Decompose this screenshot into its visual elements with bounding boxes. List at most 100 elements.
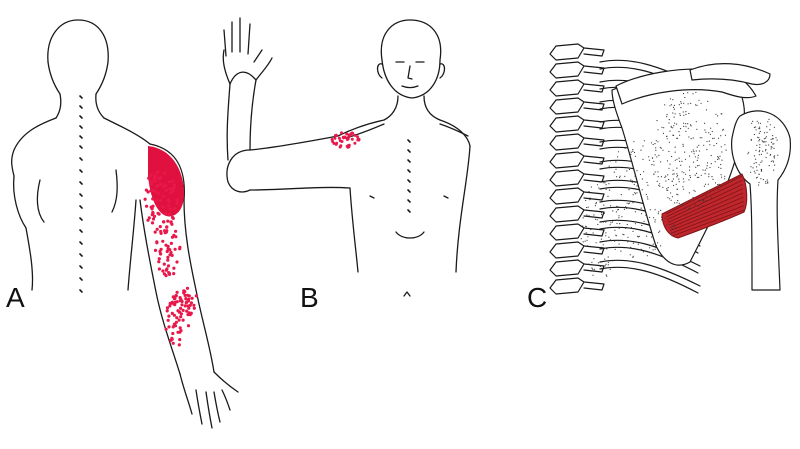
stipple-dot bbox=[679, 114, 681, 116]
stipple-dot bbox=[609, 268, 611, 270]
stipple-dot bbox=[679, 160, 681, 162]
pain-dot bbox=[167, 271, 171, 275]
stipple-dot bbox=[720, 174, 722, 176]
stipple-dot bbox=[702, 169, 704, 171]
stipple-dot bbox=[712, 137, 714, 140]
stipple-dot bbox=[752, 167, 754, 169]
stipple-dot bbox=[687, 92, 689, 94]
stipple-dot bbox=[767, 181, 769, 183]
stipple-dot bbox=[605, 188, 607, 190]
stipple-dot bbox=[628, 203, 630, 205]
stipple-dot bbox=[674, 113, 676, 115]
stipple-dot bbox=[688, 112, 690, 115]
pain-dot bbox=[170, 253, 174, 257]
pain-dot bbox=[330, 138, 334, 141]
stipple-dot bbox=[630, 153, 632, 155]
stipple-dot bbox=[603, 212, 606, 214]
stipple-dot bbox=[601, 214, 603, 216]
pain-dot bbox=[186, 324, 191, 328]
panel-c-spine bbox=[549, 43, 605, 295]
stipple-dot bbox=[717, 188, 720, 191]
stipple-dot bbox=[614, 240, 616, 242]
pain-dot bbox=[164, 327, 168, 331]
stipple-dot bbox=[607, 261, 610, 263]
stipple-dot bbox=[688, 179, 690, 181]
stipple-dot bbox=[750, 139, 753, 141]
stipple-dot bbox=[777, 154, 779, 156]
stipple-dot bbox=[769, 129, 771, 131]
stipple-dot bbox=[755, 129, 757, 131]
stipple-dot bbox=[598, 187, 600, 189]
panel-a-head bbox=[47, 19, 109, 95]
stipple-dot bbox=[673, 125, 675, 127]
stipple-dot bbox=[698, 150, 701, 152]
stipple-dot bbox=[695, 150, 697, 152]
pain-dot bbox=[177, 310, 182, 314]
stipple-dot bbox=[768, 144, 770, 146]
panel-a-shoulder-left bbox=[11, 117, 57, 177]
stipple-dot bbox=[618, 217, 620, 219]
vertebra-process bbox=[583, 209, 605, 219]
pain-dot bbox=[159, 198, 163, 203]
stipple-dot bbox=[673, 116, 675, 118]
panel-b-nose bbox=[407, 65, 413, 80]
pain-dot bbox=[172, 297, 177, 301]
stipple-dot bbox=[674, 122, 676, 124]
stipple-dot bbox=[760, 178, 762, 180]
stipple-dot bbox=[698, 199, 700, 201]
pain-dot bbox=[170, 337, 174, 341]
stipple-dot bbox=[652, 143, 654, 146]
stipple-dot bbox=[654, 143, 656, 145]
stipple-dot bbox=[672, 224, 675, 226]
stipple-dot bbox=[671, 228, 673, 230]
stipple-dot bbox=[668, 141, 671, 143]
stipple-dot bbox=[695, 121, 697, 123]
stipple-dot bbox=[659, 185, 661, 187]
stipple-dot bbox=[721, 159, 723, 161]
stipple-dot bbox=[753, 155, 756, 157]
stipple-dot bbox=[666, 135, 668, 137]
stipple-dot bbox=[687, 123, 689, 125]
stipple-dot bbox=[678, 202, 680, 204]
stipple-dot bbox=[664, 176, 666, 178]
stipple-dot bbox=[689, 175, 691, 177]
stipple-dot bbox=[756, 144, 758, 146]
stipple-dot bbox=[683, 172, 685, 174]
panel-label-b: B bbox=[300, 282, 319, 313]
pain-dot bbox=[194, 294, 198, 298]
stipple-dot bbox=[640, 149, 642, 151]
stipple-dot bbox=[609, 160, 612, 162]
stipple-dot bbox=[685, 173, 687, 175]
muscle-fiber bbox=[667, 188, 744, 223]
stipple-dot bbox=[678, 104, 680, 106]
stipple-dot bbox=[641, 178, 644, 180]
stipple-dot bbox=[672, 169, 674, 171]
stipple-dot bbox=[672, 178, 675, 180]
stipple-dot bbox=[682, 143, 684, 145]
stipple-dot bbox=[770, 148, 772, 150]
stipple-dot bbox=[617, 209, 619, 211]
stipple-dot bbox=[614, 248, 616, 250]
pain-dot bbox=[159, 247, 163, 251]
stipple-dot bbox=[775, 137, 777, 139]
stipple-dot bbox=[721, 113, 723, 115]
stipple-dot bbox=[605, 221, 607, 223]
stipple-dot bbox=[690, 138, 692, 140]
pain-dot bbox=[156, 170, 160, 174]
stipple-dot bbox=[580, 238, 582, 240]
stipple-dot bbox=[750, 166, 752, 168]
pain-dot bbox=[167, 314, 171, 318]
stipple-dot bbox=[618, 243, 620, 245]
vertebra bbox=[549, 61, 585, 79]
panel-a-scapula-right bbox=[111, 169, 118, 213]
pain-dot bbox=[179, 315, 183, 319]
pain-dot bbox=[145, 204, 149, 208]
stipple-dot bbox=[587, 236, 589, 238]
muscle-fiber bbox=[668, 192, 744, 226]
stipple-dot bbox=[587, 206, 589, 208]
stipple-dot bbox=[676, 173, 678, 175]
stipple-dot bbox=[672, 112, 674, 114]
stipple-dot bbox=[699, 137, 701, 139]
stipple-dot bbox=[680, 102, 682, 104]
pain-dot bbox=[171, 331, 175, 336]
